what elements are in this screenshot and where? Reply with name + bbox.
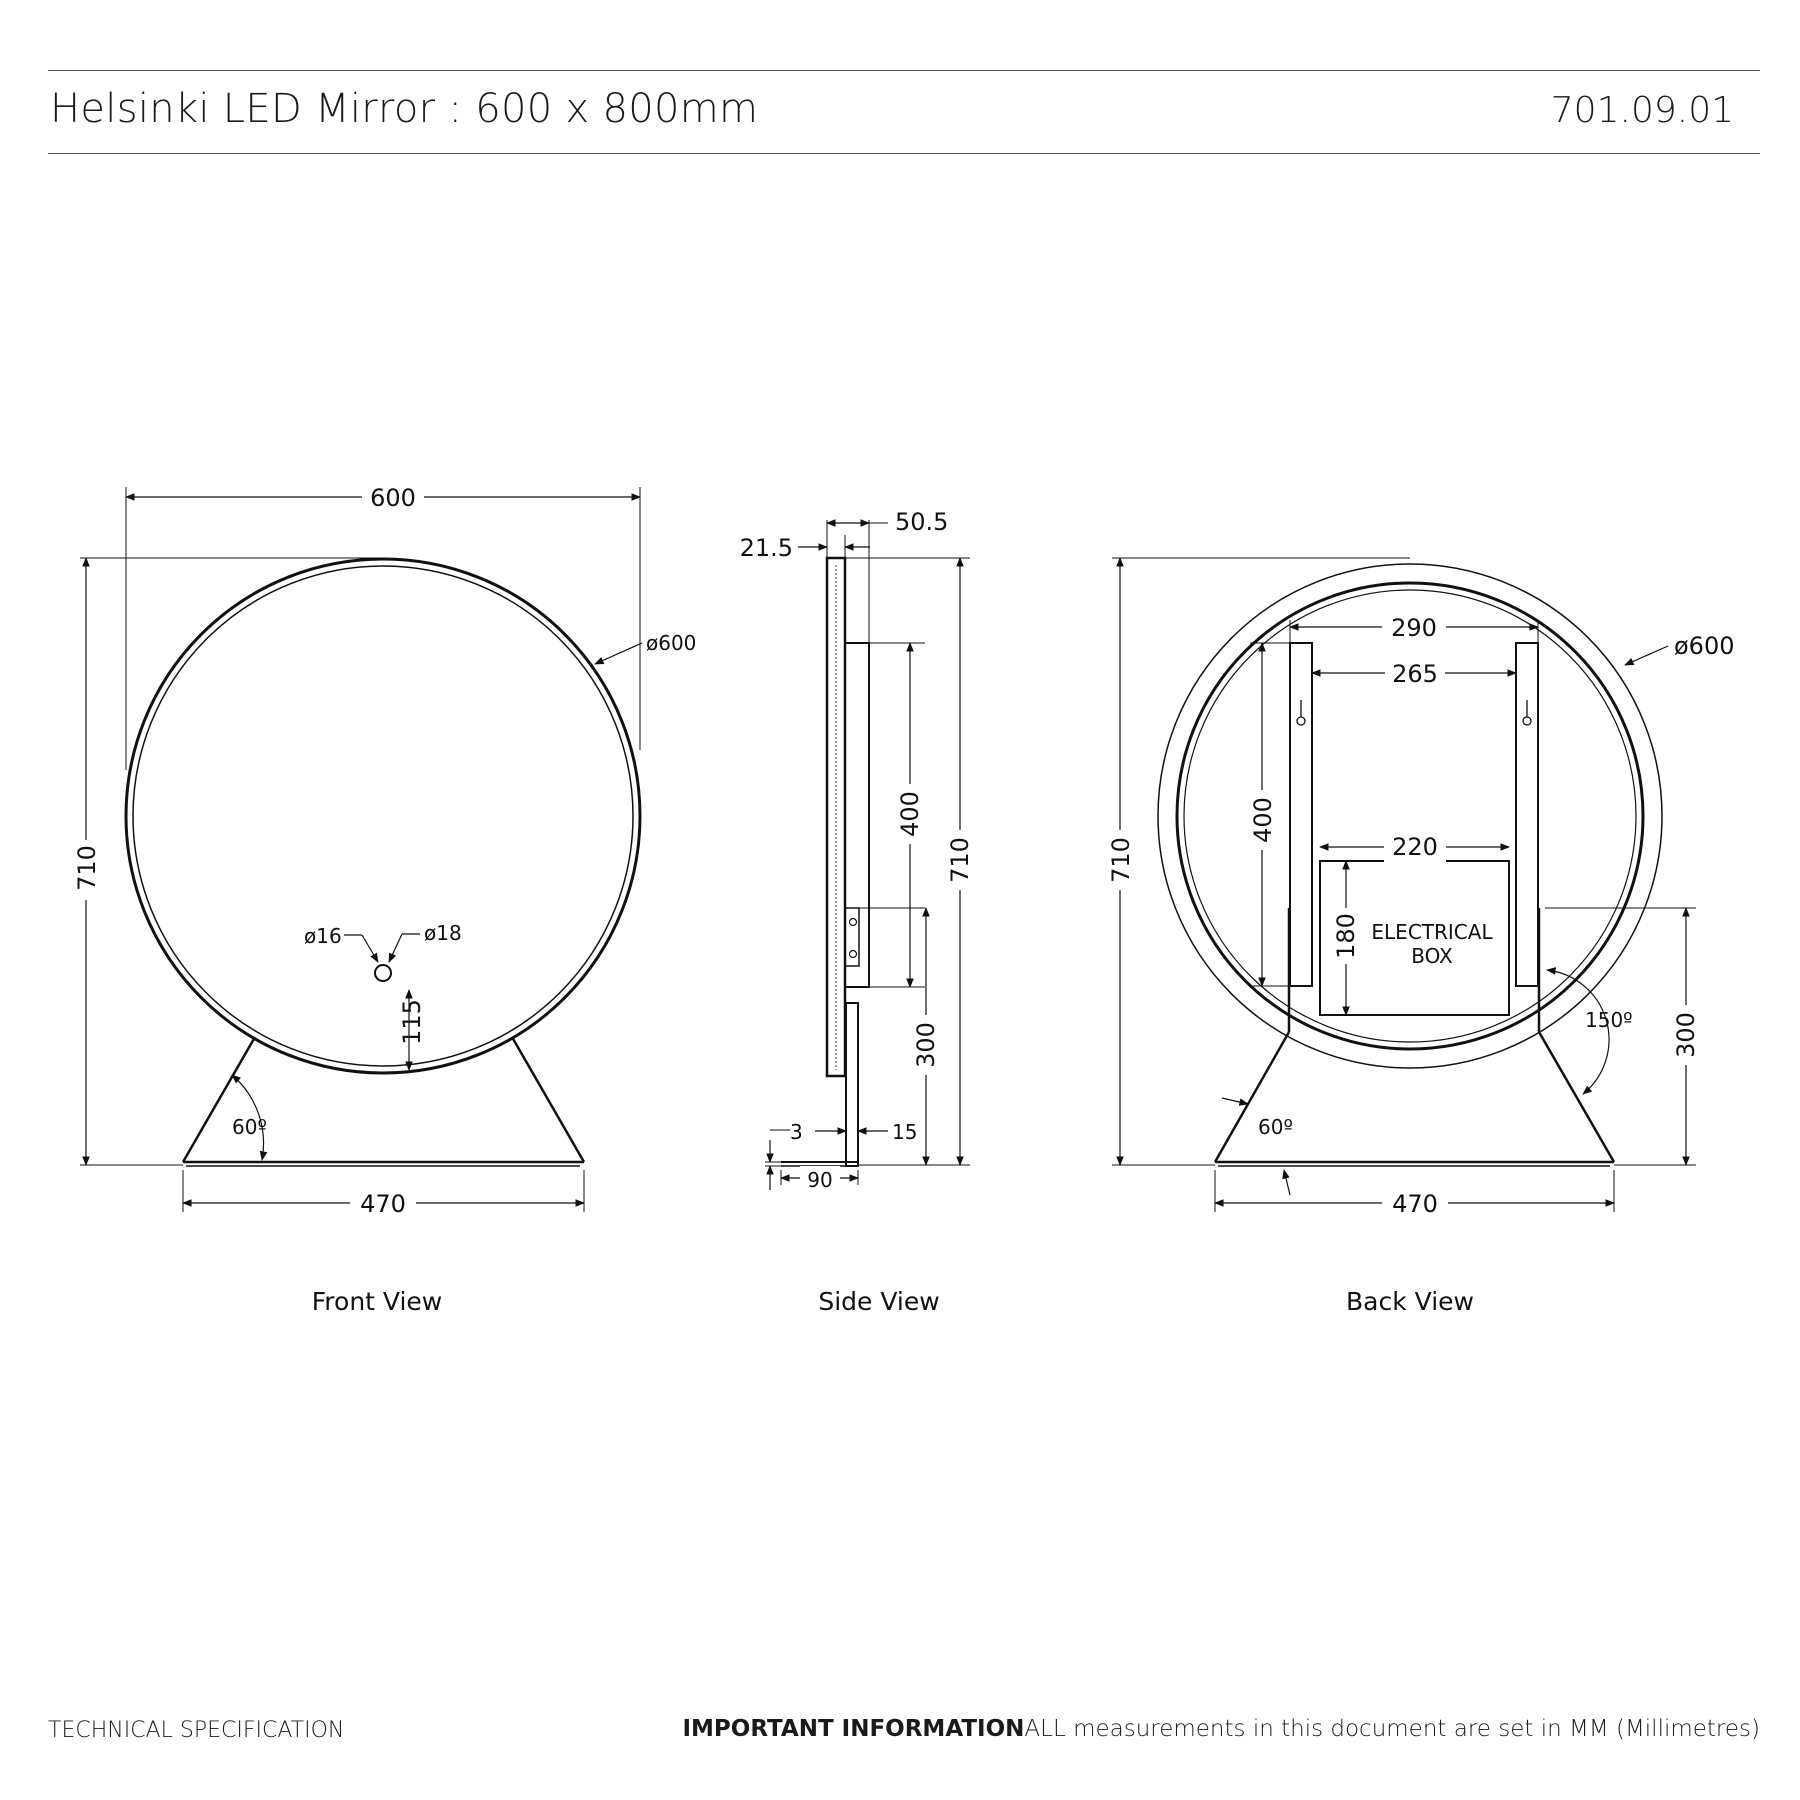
- back-rail-inner-label: 265: [1392, 660, 1438, 688]
- back-base-label: 470: [1392, 1190, 1438, 1218]
- screw-icon-1: [848, 917, 858, 927]
- front-view-labels: 600 710 ø600 ø16 ø18 115 60º 470 Front V…: [70, 482, 696, 1316]
- back-view: [1112, 557, 1696, 1212]
- back-box-height-label: 180: [1332, 913, 1360, 959]
- side-bracket-height-label: 400: [896, 791, 924, 837]
- front-view-caption: Front View: [312, 1287, 443, 1316]
- back-angle-top-label: 150º: [1585, 1008, 1633, 1032]
- front-diameter-label: ø600: [646, 631, 696, 655]
- side-foot-length-label: 90: [807, 1168, 832, 1192]
- side-lower-label: 300: [912, 1022, 940, 1068]
- back-left-rail: [1289, 642, 1313, 987]
- front-angle-label: 60º: [232, 1115, 267, 1139]
- front-base-stand: [181, 1036, 586, 1167]
- side-stem-width-label: 15: [892, 1120, 917, 1144]
- front-mirror-outer-circle: [124, 557, 642, 1075]
- footer-document-type: TECHNICAL SPECIFICATION: [48, 1718, 345, 1743]
- side-height-label: 710: [946, 837, 974, 883]
- side-view-labels: 50.5 21.5 400 710 300 3 15 90 Side View: [740, 508, 974, 1316]
- front-angle-arc: [231, 1074, 268, 1161]
- header-bottom-rule: [48, 153, 1760, 154]
- keyhole-icon-left: [1296, 700, 1306, 726]
- back-angle-bottom-arc: [1221, 1097, 1249, 1106]
- sensor-right-leader-diag: [388, 933, 403, 963]
- sensor-icon: [374, 964, 392, 982]
- side-bracket-plate: [844, 907, 860, 967]
- front-view: [80, 487, 643, 1212]
- product-code: 701.09.01: [1550, 90, 1734, 131]
- side-view-caption: Side View: [818, 1287, 939, 1316]
- document-title: Helsinki LED Mirror : 600 x 800mm: [50, 86, 759, 132]
- front-height-label: 710: [73, 845, 101, 891]
- back-view-labels: 290 265 ø600 710 400 220 180 ELECTRICAL …: [1106, 612, 1735, 1316]
- electrical-box-label-line2: BOX: [1411, 944, 1453, 968]
- back-diameter-leader: [1624, 645, 1669, 666]
- footer-notice-text: ALL measurements in this document are se…: [1024, 1716, 1760, 1742]
- back-right-rail: [1515, 642, 1539, 987]
- back-diameter-label: ø600: [1674, 632, 1735, 660]
- footer-notice: IMPORTANT INFORMATIONALL measurements in…: [682, 1716, 1760, 1742]
- back-rail-height-label: 400: [1249, 797, 1277, 843]
- back-angle-top-arc: [1546, 967, 1610, 1095]
- back-lower-label: 300: [1672, 1012, 1700, 1058]
- front-base-label: 470: [360, 1190, 406, 1218]
- side-depth-frame-label: 21.5: [740, 534, 793, 562]
- side-stem: [845, 1002, 859, 1167]
- back-angle-bottom-label: 60º: [1258, 1115, 1293, 1139]
- sensor-height-label: 115: [398, 999, 426, 1045]
- header-top-rule: [48, 70, 1760, 71]
- electrical-box-label-line1: ELECTRICAL: [1371, 920, 1493, 944]
- side-foot-thickness-label: 3: [790, 1120, 803, 1144]
- front-diameter-leader: [594, 642, 643, 665]
- sensor-right-label: ø18: [424, 921, 462, 945]
- back-mirror-outer-circle: [1157, 563, 1663, 1069]
- front-mirror-inner-circle: [132, 565, 634, 1067]
- side-view: [765, 519, 970, 1190]
- back-rail-outer-label: 290: [1391, 614, 1437, 642]
- back-mirror-inner-circle: [1175, 581, 1645, 1051]
- front-width-label: 600: [370, 484, 416, 512]
- back-view-caption: Back View: [1346, 1287, 1474, 1316]
- sensor-left-leader-diag: [361, 934, 379, 963]
- screw-icon-2: [848, 949, 858, 959]
- back-base-stand: [1213, 908, 1616, 1167]
- back-height-label: 710: [1107, 837, 1135, 883]
- keyhole-icon-right: [1522, 700, 1532, 726]
- sensor-left-label: ø16: [304, 924, 342, 948]
- back-box-width-label: 220: [1392, 833, 1438, 861]
- side-bracket: [844, 642, 870, 988]
- footer-notice-label: IMPORTANT INFORMATION: [682, 1716, 1025, 1742]
- side-depth-total-label: 50.5: [895, 508, 948, 536]
